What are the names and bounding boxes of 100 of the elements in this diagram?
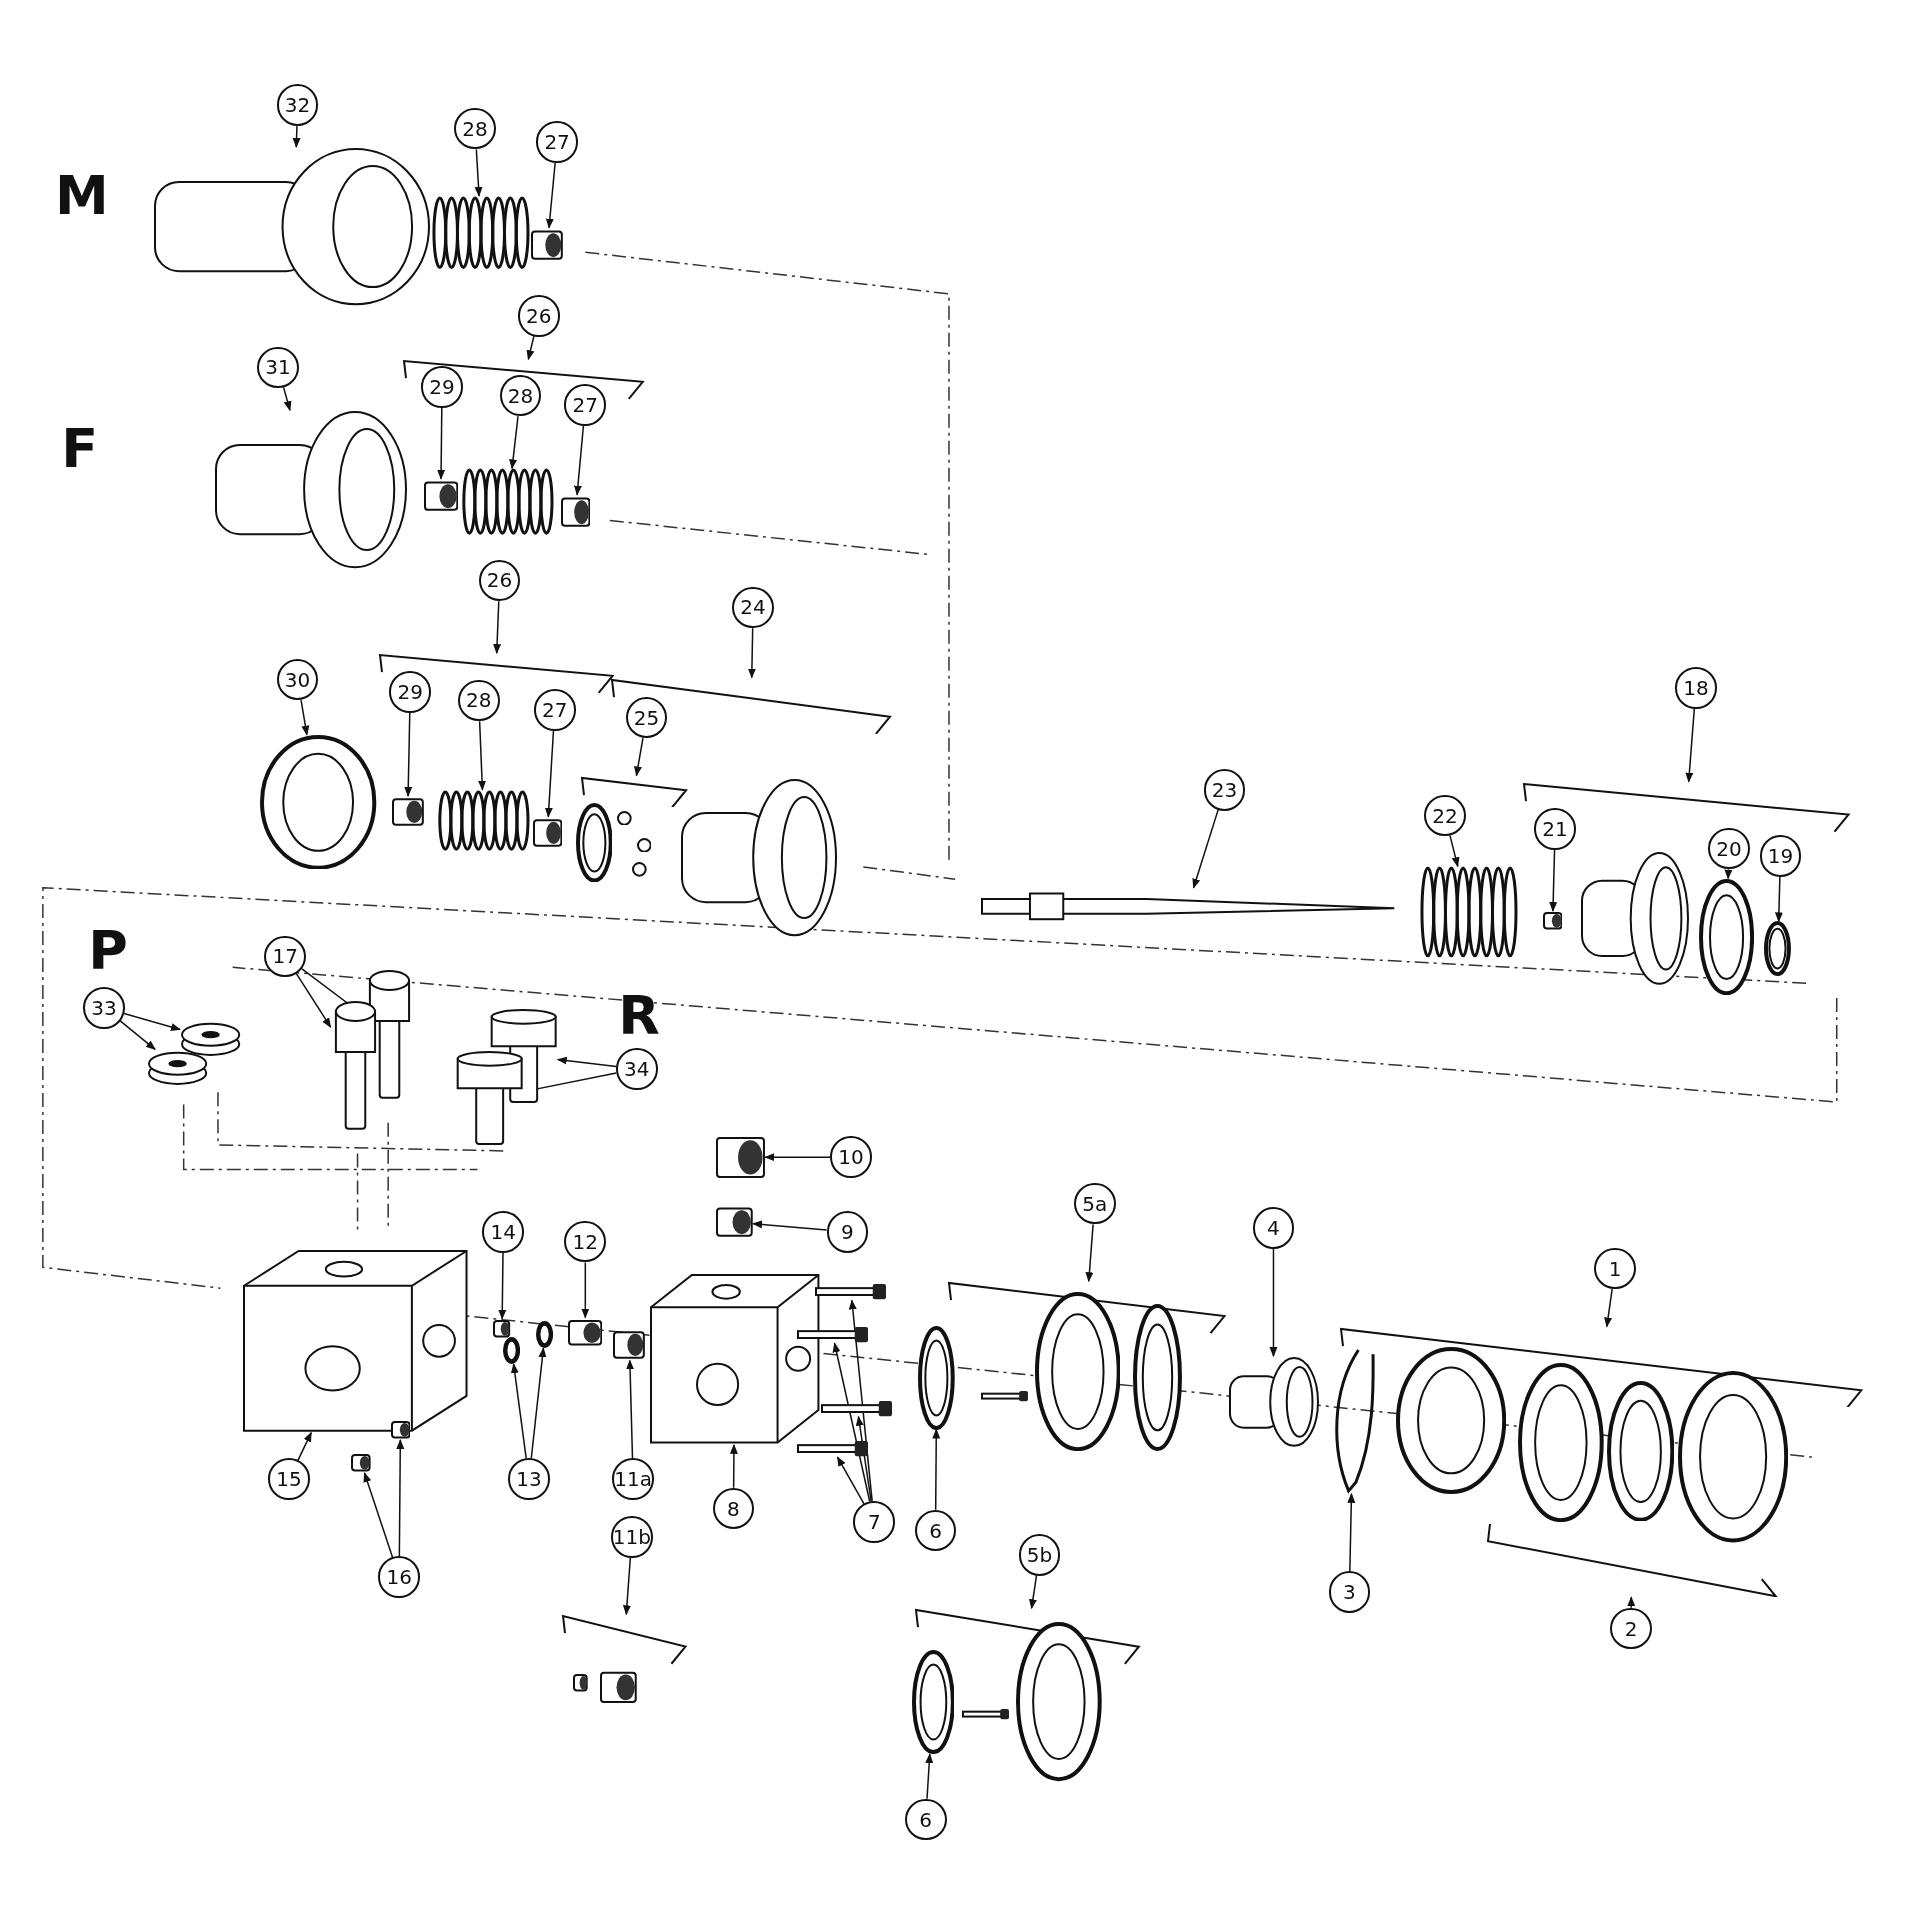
leader-line <box>1549 849 1558 912</box>
leader-line <box>119 1020 156 1051</box>
callout-number: 15 <box>268 1458 310 1500</box>
leader-line <box>493 600 502 655</box>
callout-number: 5a <box>1073 1182 1116 1225</box>
leader-line <box>282 386 292 412</box>
leader-line <box>1724 868 1733 880</box>
leader-line <box>478 720 487 791</box>
callout-number: 6 <box>914 1509 957 1552</box>
leader-line <box>437 407 446 480</box>
callout-number: 10 <box>830 1136 872 1178</box>
o-ring <box>1395 1346 1507 1494</box>
callout-number: 33 <box>83 986 125 1029</box>
valve-block <box>648 1273 821 1445</box>
o-ring <box>1607 1380 1675 1522</box>
bracket <box>946 1281 1227 1334</box>
bracket <box>1485 1522 1778 1598</box>
small-part <box>568 1317 603 1347</box>
nozzle-body <box>1579 851 1690 986</box>
callout-number: 5b <box>1018 1534 1061 1576</box>
nozzle-body <box>679 777 839 937</box>
leader-line <box>545 162 556 229</box>
section-letter: P <box>88 924 128 979</box>
callout-number: 28 <box>457 679 500 722</box>
small-part <box>531 227 564 263</box>
callout-number: 22 <box>1424 794 1466 837</box>
small-part <box>716 1204 754 1240</box>
o-ring <box>503 1337 521 1365</box>
leader-line <box>474 148 483 197</box>
small-part <box>391 795 424 828</box>
spring <box>437 789 530 851</box>
small-part <box>1542 911 1563 931</box>
callout-number: 24 <box>732 586 774 629</box>
callout-number: 9 <box>826 1211 869 1253</box>
small-part <box>390 1420 411 1440</box>
callout-number: 21 <box>1534 808 1576 850</box>
leader-line <box>932 1428 941 1511</box>
small-part <box>573 1672 588 1693</box>
section-letter: M <box>55 168 109 223</box>
callout-number: 3 <box>1328 1571 1371 1613</box>
leader-line <box>855 1415 872 1503</box>
o-ring <box>536 1321 554 1349</box>
leader-line <box>498 1251 507 1320</box>
leader-line <box>404 711 413 797</box>
callout-number: 26 <box>478 559 521 602</box>
leader-line <box>1627 1596 1636 1609</box>
leader-line <box>292 125 301 148</box>
leader-line <box>297 1431 312 1462</box>
callout-number: 11b <box>611 1515 653 1558</box>
leader-line <box>544 730 555 818</box>
callout-number: 27 <box>533 689 576 731</box>
leader-line <box>556 1056 617 1068</box>
callout-number: 20 <box>1708 827 1750 870</box>
callout-number: 23 <box>1203 768 1246 811</box>
leader-line <box>1449 834 1460 868</box>
leader-line <box>526 335 535 361</box>
leader-line <box>1774 876 1783 923</box>
screw <box>795 1326 870 1344</box>
o-ring <box>1698 878 1755 995</box>
leader-line <box>581 1261 590 1319</box>
small-part <box>613 1328 646 1361</box>
cap <box>180 1020 242 1057</box>
bracket <box>1338 1326 1864 1408</box>
nozzle-body <box>1227 1356 1320 1448</box>
callout-number: 11a <box>612 1458 654 1500</box>
callout-number: 8 <box>712 1487 755 1530</box>
screw <box>795 1440 870 1458</box>
leader-line <box>123 1012 181 1031</box>
callout-number: 13 <box>508 1458 550 1500</box>
screw <box>814 1283 888 1301</box>
callout-number: 29 <box>421 366 463 408</box>
callout-number: 7 <box>853 1501 896 1543</box>
screw <box>820 1399 894 1417</box>
section-letter: F <box>61 422 99 477</box>
leader-line <box>300 699 310 736</box>
o-ring <box>1016 1622 1102 1782</box>
leader-line <box>634 737 644 777</box>
leader-line <box>396 1439 405 1558</box>
o-ring <box>1034 1291 1121 1451</box>
callout-number: 32 <box>276 84 319 127</box>
small-part <box>423 478 458 514</box>
spring <box>462 468 555 536</box>
o-ring <box>260 734 377 870</box>
o-ring <box>1677 1371 1788 1543</box>
leader-line <box>848 1299 873 1503</box>
o-ring <box>1518 1362 1605 1522</box>
callout-number: 17 <box>264 935 307 978</box>
leader-line <box>832 1342 871 1503</box>
bracket <box>561 1614 688 1665</box>
leader-line <box>925 1753 934 1800</box>
callout-number: 2 <box>1610 1607 1652 1650</box>
callout-number: 30 <box>276 658 319 701</box>
callout-number: 26 <box>517 295 560 337</box>
leader-line <box>764 1153 831 1162</box>
spring <box>1420 866 1519 959</box>
ball <box>617 810 632 826</box>
small-part <box>493 1318 511 1339</box>
leader-line <box>1604 1288 1613 1328</box>
callout-number: 28 <box>499 374 542 417</box>
leader-line <box>530 1347 547 1460</box>
